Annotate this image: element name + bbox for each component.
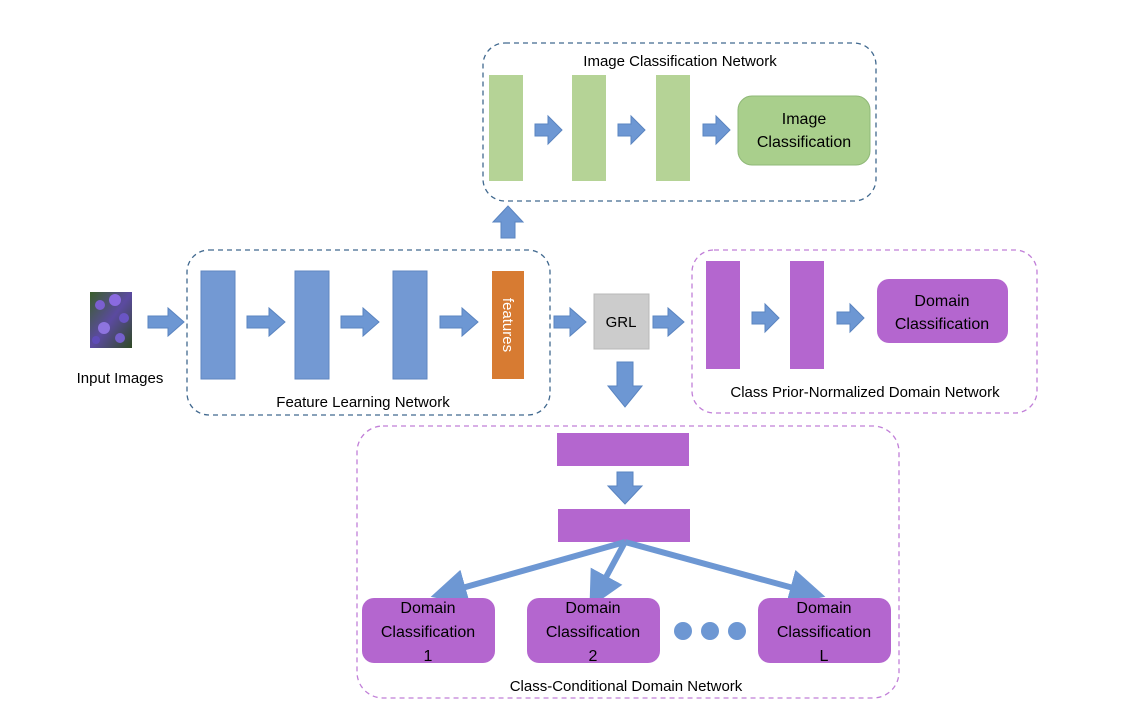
- feature-layer-1: [200, 270, 236, 380]
- domain-classification-box-2: [527, 598, 660, 663]
- feature-layer-3: [392, 270, 428, 380]
- arrow-image-3-output: [702, 114, 731, 146]
- prior-domain-classification-line2: Classification: [895, 316, 989, 333]
- ellipsis-dots: [674, 622, 746, 640]
- feature-network-title: Feature Learning Network: [276, 394, 450, 411]
- arrow-feature-2-3: [340, 306, 380, 338]
- branch-arrow-2: [589, 540, 628, 608]
- arrow-prior-1-2: [751, 302, 780, 334]
- arrow-grl-to-conditional-network: [606, 361, 644, 408]
- feature-network-container: [186, 249, 551, 416]
- arrow-image-2-3: [617, 114, 646, 146]
- features-label: features: [499, 298, 516, 352]
- branch-arrow-L: [624, 539, 826, 605]
- image-layer-1: [489, 75, 523, 181]
- conditional-network-title: Class-Conditional Domain Network: [510, 678, 743, 695]
- features-layer: [492, 271, 524, 379]
- input-images-label: Input Images: [77, 370, 164, 387]
- arrow-features-to-grl: [553, 306, 587, 338]
- image-layer-2: [572, 75, 606, 181]
- prior-network-title: Class Prior-Normalized Domain Network: [730, 384, 1000, 401]
- prior-layer-1: [706, 261, 740, 369]
- domain-classification-1-line1: Domain: [400, 600, 455, 617]
- arrow-features-to-image-network: [491, 205, 525, 239]
- conditional-network-container: [356, 425, 900, 699]
- arrow-prior-2-output: [836, 302, 865, 334]
- image-classification-label-line1: Image: [782, 111, 827, 128]
- prior-domain-classification-line1: Domain: [914, 293, 969, 310]
- domain-classification-2-line1: Domain: [565, 600, 620, 617]
- branch-arrow-1: [430, 539, 626, 605]
- domain-classification-1-line3: 1: [424, 648, 433, 665]
- image-classification-label-line2: Classification: [757, 134, 851, 151]
- arrow-feature-1-2: [246, 306, 286, 338]
- domain-classification-L-line2: Classification: [777, 624, 871, 641]
- image-classification-box: [737, 95, 871, 166]
- domain-classification-box-L: [758, 598, 891, 663]
- grl-box: [593, 293, 650, 350]
- domain-classification-L-line3: L: [820, 648, 829, 665]
- arrow-image-1-2: [534, 114, 563, 146]
- prior-domain-classification-box: [877, 279, 1008, 343]
- domain-classification-2-line2: Classification: [546, 624, 640, 641]
- image-network-container: [482, 42, 877, 202]
- arrow-feature-3-4: [439, 306, 479, 338]
- input-image: [90, 292, 132, 348]
- feature-layer-2: [294, 270, 330, 380]
- conditional-layer-1: [557, 433, 689, 466]
- conditional-layer-2: [558, 509, 690, 542]
- grl-label: GRL: [606, 314, 637, 331]
- domain-classification-L-line1: Domain: [796, 600, 851, 617]
- image-layer-3: [656, 75, 690, 181]
- prior-layer-2: [790, 261, 824, 369]
- image-network-title: Image Classification Network: [583, 53, 777, 70]
- prior-network-container: [691, 249, 1038, 414]
- domain-classification-box-1: [362, 598, 495, 663]
- domain-classification-1-line2: Classification: [381, 624, 475, 641]
- arrow-grl-to-prior-network: [652, 306, 685, 338]
- arrow-input-to-features: [147, 306, 185, 338]
- arrow-conditional-1-2: [606, 471, 644, 505]
- domain-classification-2-line3: 2: [589, 648, 598, 665]
